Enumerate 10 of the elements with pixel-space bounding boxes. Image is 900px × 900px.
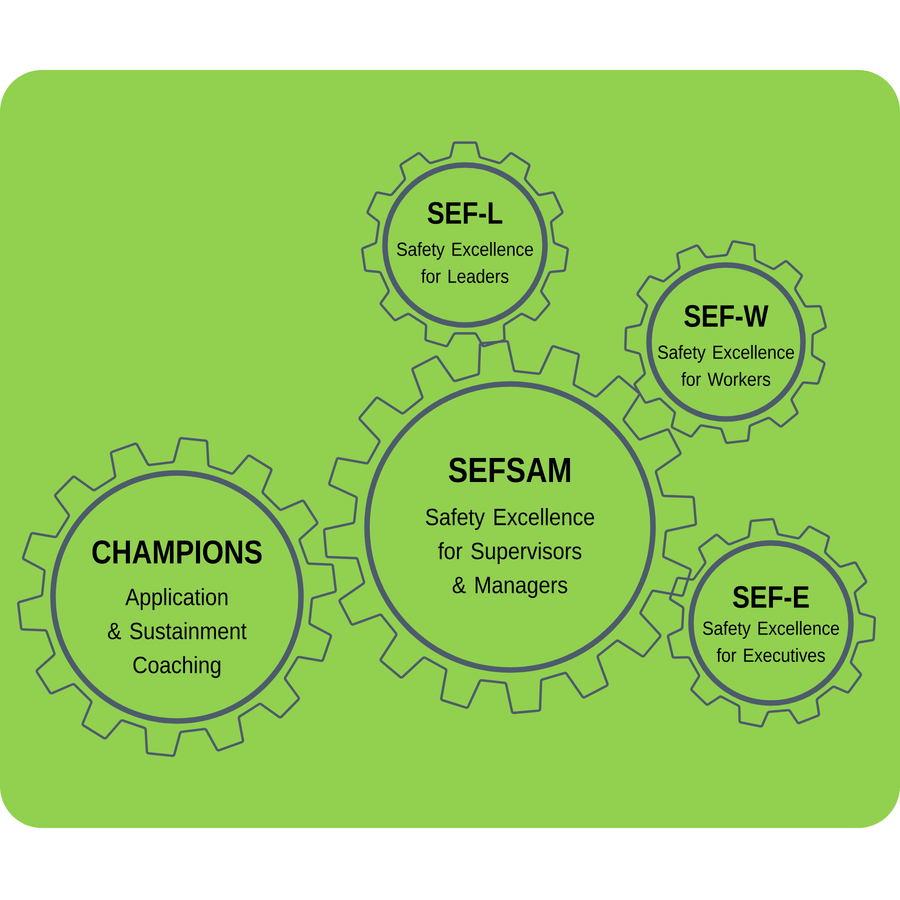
gear-title: SEFSAM [448, 458, 570, 482]
gear-text: Safety Excellence for Supervisors & Managers [426, 508, 594, 598]
gear-title: SEF-E [732, 586, 809, 608]
gear-text: Safety Excellence for Workers [658, 345, 794, 386]
gear-title: SEF-W [684, 305, 768, 327]
gear-text: Application & Sustainment Coaching [108, 588, 247, 678]
gear-title: CHAMPIONS [92, 540, 262, 564]
gear-text: Safety Excellence for Executives [703, 621, 839, 662]
gear-title: SEF-L [428, 202, 502, 224]
gear-text: Safety Excellence for Leaders [397, 242, 533, 283]
